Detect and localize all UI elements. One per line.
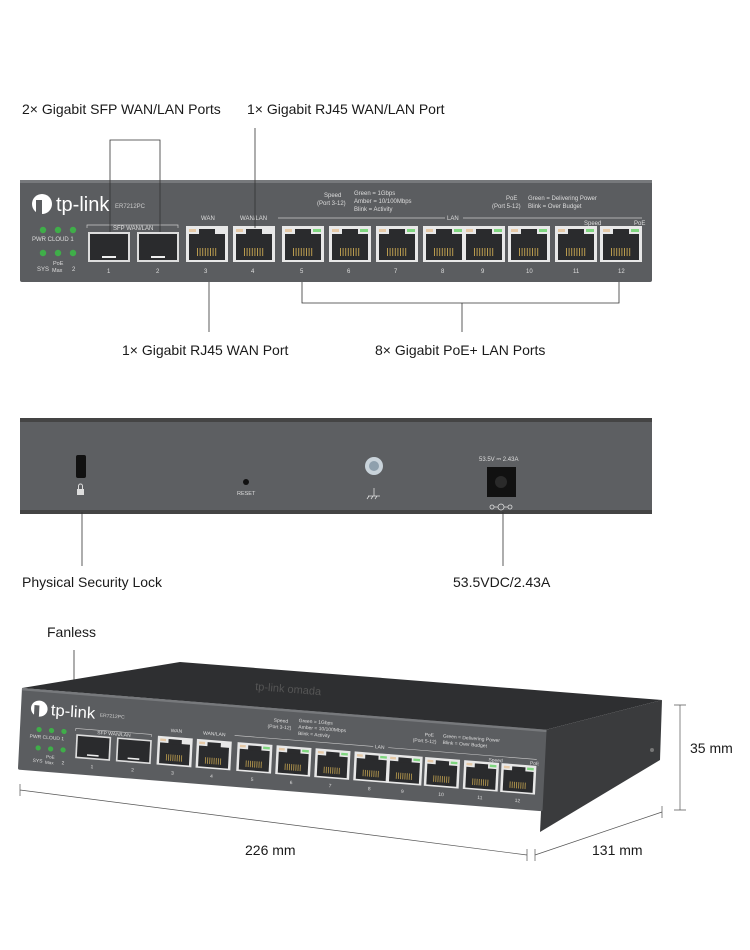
rear-view: RESET 53.5V ⎓ 2.43A [20, 418, 652, 514]
poe-led-label: PoE [634, 221, 645, 227]
status-led [69, 226, 77, 234]
callout-wanlan-port: 1× Gigabit RJ45 WAN/LAN Port [247, 101, 445, 117]
reset-button[interactable] [243, 479, 249, 485]
port-number: 10 [526, 269, 533, 275]
port-number: 12 [618, 269, 625, 275]
dimension-width: 226 mm [245, 842, 296, 858]
rj45-port-5: 5 [282, 226, 324, 275]
svg-text:Blink = Over Budget: Blink = Over Budget [528, 204, 582, 210]
ground-icon [366, 488, 380, 500]
callout-wan-port: 1× Gigabit RJ45 WAN Port [122, 342, 289, 358]
wanlan-label: WAN/LAN [240, 216, 267, 222]
port-number: 9 [481, 269, 485, 275]
speed-legend: Speed (Port 3-12) Green = 1Gbps Amber = … [317, 191, 412, 213]
svg-text:PoE: PoE [506, 196, 517, 202]
led-label-max: Max [52, 268, 63, 274]
port-number: 7 [394, 269, 398, 275]
tp-link-logo: tp-link [32, 194, 110, 216]
led-label-row1: PWR CLOUD 1 [32, 237, 74, 243]
top-face [22, 662, 662, 730]
rj45-port-7: 7 [376, 226, 418, 275]
front-view: tp-link ER7212PC PWR CLOUD 1 SYS PoE Max… [20, 180, 652, 282]
polarity-icon [489, 503, 513, 511]
side-face [540, 700, 662, 832]
rj45-port-12: 12 [600, 226, 642, 275]
callout-lines-front [109, 128, 620, 332]
led-label-sys: SYS [37, 267, 49, 273]
dimension-depth: 131 mm [592, 842, 643, 858]
dimension-height: 35 mm [690, 740, 733, 756]
port-number: 4 [251, 269, 255, 275]
status-led [54, 249, 62, 257]
lock-icon [77, 483, 84, 495]
port-number: 3 [204, 269, 208, 275]
port-number: 1 [107, 269, 111, 275]
status-led [54, 226, 62, 234]
rj45-port-11: 11 [555, 226, 597, 275]
perspective-view: tp-link omada [17, 662, 662, 832]
port-number: 2 [156, 269, 160, 275]
callout-sfp-ports: 2× Gigabit SFP WAN/LAN Ports [22, 101, 221, 117]
svg-text:tp-link: tp-link [56, 194, 110, 216]
top-brand: tp-link omada [255, 681, 323, 698]
rj45-port-9: 9 [463, 226, 505, 275]
port-number: 6 [347, 269, 351, 275]
sfp-port-1: 1 [88, 232, 130, 275]
port-number: 5 [300, 269, 304, 275]
svg-text:Green = Delivering Power: Green = Delivering Power [528, 196, 597, 202]
rj45-port-3: 3 [186, 226, 228, 275]
callout-security-lock: Physical Security Lock [22, 574, 163, 590]
rj45-port-8: 8 [423, 226, 465, 275]
svg-text:Amber = 10/100Mbps: Amber = 10/100Mbps [354, 199, 412, 205]
callout-poe-ports: 8× Gigabit PoE+ LAN Ports [375, 342, 546, 358]
power-rating-label: 53.5V ⎓ 2.43A [479, 457, 518, 463]
svg-text:(Port 5-12): (Port 5-12) [492, 204, 521, 210]
port-number: 8 [441, 269, 445, 275]
reset-label: RESET [237, 491, 256, 497]
lan-label: LAN [447, 216, 459, 222]
callout-fanless: Fanless [47, 624, 97, 640]
wan-label: WAN [201, 216, 215, 222]
speed-led-label: Speed [584, 221, 601, 227]
status-led [39, 249, 47, 257]
poe-legend: PoE (Port 5-12) Green = Delivering Power… [492, 196, 597, 210]
svg-text:Green = 1Gbps: Green = 1Gbps [354, 191, 395, 197]
callout-lines-rear [73, 512, 504, 688]
port-number: 11 [573, 269, 580, 275]
sfp-group-label: SFP WAN/LAN [113, 226, 153, 232]
rj45-port-6: 6 [329, 226, 371, 275]
led-label-poe: PoE [53, 261, 64, 267]
model-label: ER7212PC [115, 204, 146, 210]
led-label-2: 2 [72, 267, 76, 273]
sfp-port-2: 2 [137, 232, 179, 275]
svg-text:Blink = Activity: Blink = Activity [354, 207, 393, 213]
callout-power: 53.5VDC/2.43A [453, 574, 551, 590]
svg-text:(Port 3-12): (Port 3-12) [317, 201, 346, 207]
rj45-port-4: 4 [233, 226, 275, 275]
rj45-port-10: 10 [508, 226, 550, 275]
security-lock-slot [76, 455, 86, 478]
dimension-lines [19, 704, 686, 861]
status-led [39, 226, 47, 234]
status-led [69, 249, 77, 257]
svg-text:Speed: Speed [324, 193, 341, 199]
ground-screw [365, 457, 383, 475]
